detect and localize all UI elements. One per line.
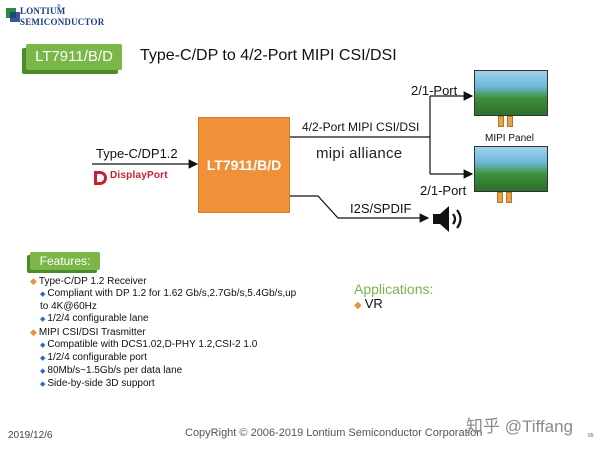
feature-item: ◆Compliant with DP 1.2 for 1.62 Gb/s,2.7… <box>40 288 297 299</box>
audio-arrow <box>290 195 430 223</box>
footer-date: 2019/12/6 <box>8 430 53 441</box>
lontium-logo <box>6 8 20 22</box>
port-label-bottom: 2/1-Port <box>420 183 467 198</box>
feature-item: ◆Compatible with DCS1.02,D-PHY 1.2,CSI-2… <box>40 339 258 350</box>
diamond-bullet-icon: ◆ <box>40 342 46 349</box>
mipi-output-label: 4/2-Port MIPI CSI/DSI <box>302 120 420 134</box>
input-label: Type-C/DP1.2 <box>96 146 178 161</box>
displayport-logo-icon <box>94 171 107 185</box>
application-item: ◆VR <box>354 296 383 311</box>
diamond-bullet-icon: ◆ <box>40 381 46 388</box>
mipi-panel-bottom <box>474 146 548 192</box>
displayport-logo-text: DisplayPort <box>110 170 168 181</box>
diamond-bullet-icon: ◆ <box>40 316 46 323</box>
feature-item: ◆80Mb/s~1.5Gb/s per data lane <box>40 365 183 376</box>
footer-copyright: CopyRight © 2006-2019 Lontium Semiconduc… <box>185 427 483 439</box>
feature-item: ◆MIPI CSI/DSI Trasmitter <box>30 327 146 338</box>
feature-item: ◆1/2/4 configurable port <box>40 352 147 363</box>
panel-connector <box>506 192 512 203</box>
feature-item: ◆Side-by-side 3D support <box>40 378 155 389</box>
logo-line2: SEMICONDUCTOR <box>20 17 105 27</box>
mipi-panel-top <box>474 70 548 116</box>
diamond-bullet-icon: ◆ <box>40 355 46 362</box>
panel-connector <box>498 116 504 127</box>
title-badge: LT7911/B/D <box>26 44 122 70</box>
panel-connector <box>497 192 503 203</box>
logo-registered-mark: ® <box>57 4 61 10</box>
diamond-bullet-icon: ◆ <box>30 327 37 337</box>
lt7911-chip: LT7911/B/D <box>198 117 290 213</box>
mipi-alliance-logo: mipi alliance <box>316 145 403 162</box>
diamond-bullet-icon: ◆ <box>354 300 362 311</box>
diamond-bullet-icon: ◆ <box>40 291 46 298</box>
diamond-bullet-icon: ◆ <box>40 368 46 375</box>
logo-wordmark: LONTIUM SEMICONDUCTOR <box>20 6 104 28</box>
feature-item: ◆1/2/4 configurable lane <box>40 313 149 324</box>
watermark: 知乎 @Tiffang <box>466 417 574 436</box>
port-label-top: 2/1-Port <box>411 83 458 98</box>
applications-title: Applications: <box>354 281 434 297</box>
mipi-panel-label: MIPI Panel <box>485 133 534 144</box>
audio-output-label: I2S/SPDIF <box>350 201 412 216</box>
slide-title: Type-C/DP to 4/2-Port MIPI CSI/DSI <box>140 47 397 64</box>
feature-item: ◆Type-C/DP 1.2 Receiver <box>30 276 147 287</box>
panel-connector <box>507 116 513 127</box>
logo-line1: LONTIUM <box>20 6 66 16</box>
features-badge: Features: <box>30 252 100 270</box>
speaker-icon <box>433 206 462 232</box>
feature-item: to 4K@60Hz <box>40 301 97 312</box>
diamond-bullet-icon: ◆ <box>30 276 37 286</box>
page-number: 65 <box>588 433 594 439</box>
features-list: ◆Type-C/DP 1.2 Receiver ◆Compliant with … <box>30 275 296 391</box>
chip-label: LT7911/B/D <box>206 157 282 173</box>
